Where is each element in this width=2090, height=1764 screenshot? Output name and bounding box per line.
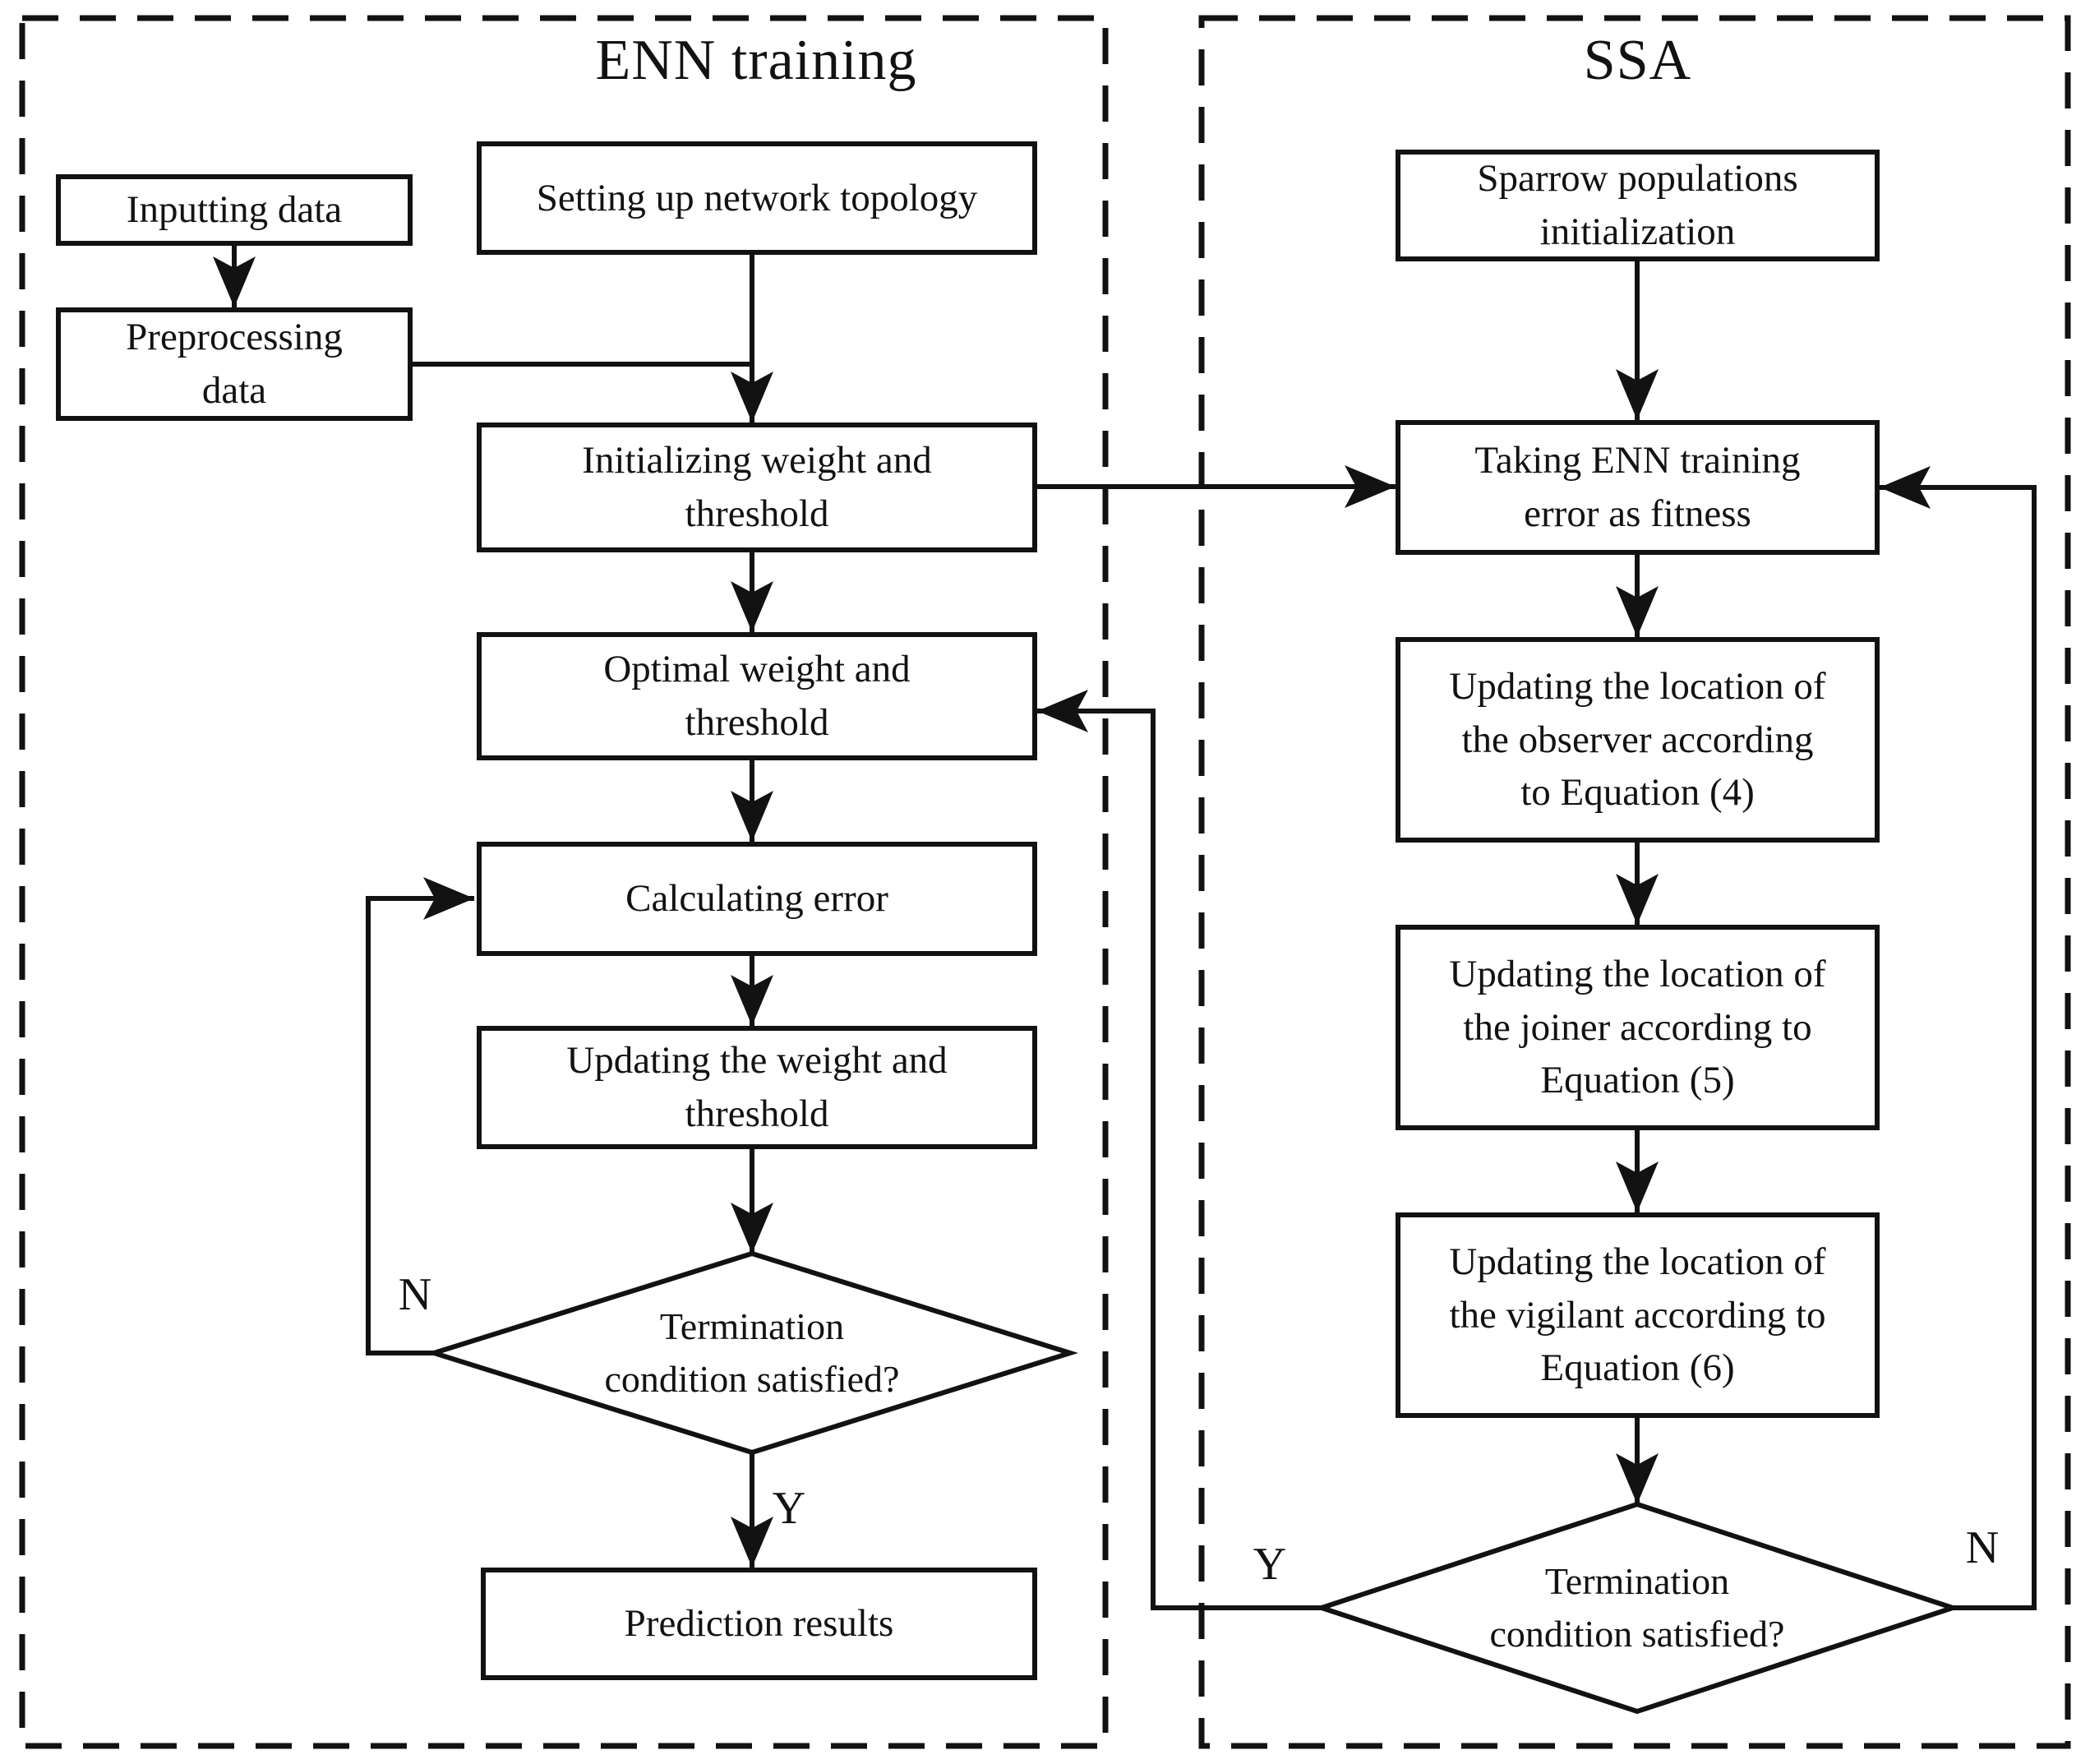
arrowhead-calculating xyxy=(731,791,773,842)
node-label-line: Taking ENN training xyxy=(1474,439,1801,483)
arrowhead-loop-optimal xyxy=(1037,690,1088,732)
node-sparrow-init: Sparrow populations initialization xyxy=(1396,150,1880,261)
arrowhead-preprocessing xyxy=(213,256,256,307)
enn-panel-border xyxy=(19,15,1109,1749)
node-label: Calculating error xyxy=(625,877,888,921)
node-label-line: Equation (5) xyxy=(1540,1059,1735,1102)
node-update-joiner: Updating the location of the joiner acco… xyxy=(1396,925,1880,1130)
decision-label-line: Termination xyxy=(659,1305,845,1347)
node-label-line: initialization xyxy=(1539,210,1736,253)
node-preprocessing-data: Preprocessing data xyxy=(56,307,413,421)
node-label-line: the joiner according to xyxy=(1463,1005,1812,1049)
node-label-line: Preprocessing xyxy=(126,316,343,359)
branch-label-yes-enn: Y xyxy=(772,1483,806,1534)
node-label-line: data xyxy=(201,369,267,412)
node-label: Setting up network topology xyxy=(536,176,978,219)
node-label-line: Updating the location of xyxy=(1449,664,1826,708)
node-update-vigilant: Updating the location of the vigilant ac… xyxy=(1396,1212,1880,1418)
ssa-panel-title: SSA xyxy=(1583,29,1692,92)
node-label-line: error as fitness xyxy=(1524,492,1751,535)
node-inputting-data: Inputting data xyxy=(56,174,413,246)
branch-label-no-ssa: N xyxy=(1965,1522,2000,1573)
arrowhead-loop-calculating xyxy=(423,877,474,920)
arrowhead-loop-taking xyxy=(1880,466,1931,509)
node-label-line: threshold xyxy=(685,1092,829,1135)
decision-label-line: Termination xyxy=(1544,1559,1730,1602)
node-label-line: threshold xyxy=(685,701,829,744)
ssa-panel-border xyxy=(1198,15,2071,1749)
node-enn-termination-decision: Termination condition satisfied? xyxy=(473,1294,1031,1412)
loop-no-enn xyxy=(366,896,474,1355)
loop-no-ssa xyxy=(1880,485,2037,1610)
node-label: Prediction results xyxy=(624,1602,894,1646)
arrowhead-vigilant xyxy=(1616,1161,1659,1212)
arrowhead-enn-decision xyxy=(731,1203,773,1254)
node-label-line: the vigilant according to xyxy=(1449,1293,1826,1337)
loop-yes-ssa-to-optimal xyxy=(1037,709,1322,1610)
node-optimal-weight: Optimal weight and threshold xyxy=(477,632,1037,760)
node-taking-fitness: Taking ENN training error as fitness xyxy=(1396,420,1880,555)
arrowhead-prediction xyxy=(731,1517,773,1568)
node-label-line: Updating the location of xyxy=(1449,952,1826,995)
decision-label-line: condition satisfied? xyxy=(1489,1613,1785,1655)
node-label: Inputting data xyxy=(126,188,343,232)
enn-decision-diamond xyxy=(425,1250,1079,1456)
node-ssa-termination-decision: Termination condition satisfied? xyxy=(1358,1549,1917,1667)
node-prediction-results: Prediction results xyxy=(481,1568,1037,1680)
node-update-observer: Updating the location of the observer ac… xyxy=(1396,637,1880,843)
node-label-line: Optimal weight and xyxy=(603,648,911,691)
arrowhead-optimal xyxy=(731,581,773,632)
branch-label-yes-ssa: Y xyxy=(1253,1539,1287,1590)
arrowhead-ssa-decision xyxy=(1616,1453,1659,1504)
arrowheads xyxy=(213,256,1931,1568)
arrowhead-observer xyxy=(1616,586,1659,637)
node-label-line: Updating the location of xyxy=(1449,1240,1826,1283)
node-label-line: Equation (6) xyxy=(1540,1346,1735,1390)
node-initializing-weight: Initializing weight and threshold xyxy=(477,423,1037,552)
node-label-line: threshold xyxy=(685,492,829,535)
node-label-line: to Equation (4) xyxy=(1520,771,1755,815)
node-calculating-error: Calculating error xyxy=(477,842,1037,956)
arrowhead-taking-top xyxy=(1616,369,1659,420)
decision-label-line: condition satisfied? xyxy=(604,1358,900,1400)
arrowhead-updating xyxy=(731,975,773,1026)
arrowhead-taking-left xyxy=(1345,465,1396,508)
node-label-line: Initializing weight and xyxy=(582,439,932,483)
node-label-line: the observer according xyxy=(1461,718,1814,761)
node-label-line: Updating the weight and xyxy=(566,1039,948,1083)
node-label-line: Sparrow populations xyxy=(1477,157,1798,201)
arrowhead-initializing xyxy=(731,372,773,423)
node-updating-weight: Updating the weight and threshold xyxy=(477,1026,1037,1149)
ssa-decision-diamond xyxy=(1313,1501,1961,1715)
arrowhead-joiner xyxy=(1616,874,1659,925)
enn-panel-title: ENN training xyxy=(595,29,917,92)
branch-label-no-enn: N xyxy=(398,1269,432,1320)
node-setup-topology: Setting up network topology xyxy=(477,141,1037,255)
